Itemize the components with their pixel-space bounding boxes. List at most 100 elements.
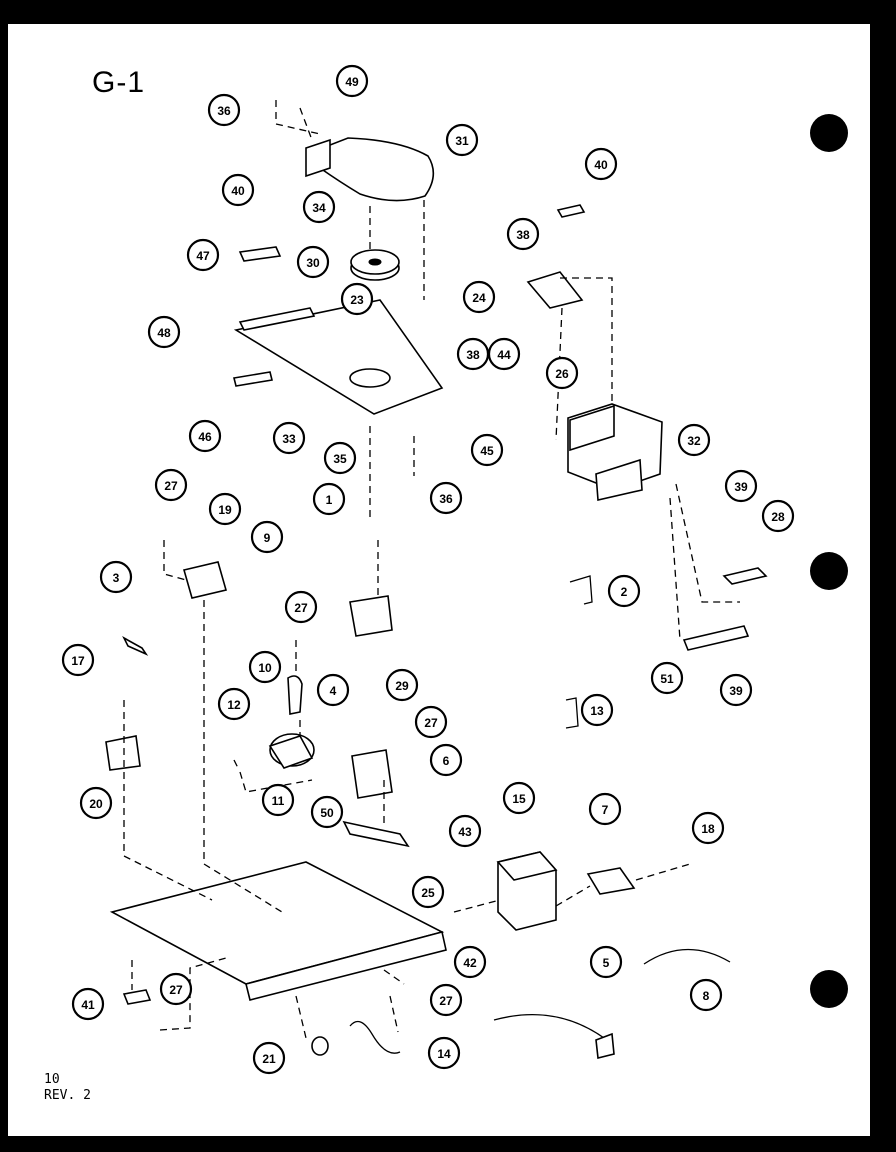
callout-balloon — [61, 643, 95, 677]
callout-48: 48 — [147, 315, 181, 349]
callout-balloon — [188, 419, 222, 453]
callout-balloon — [429, 481, 463, 515]
callout-balloon — [335, 64, 369, 98]
binder-hole — [810, 552, 848, 590]
callout-41: 41 — [71, 987, 105, 1021]
callout-balloon — [207, 93, 241, 127]
callout-number: 11 — [272, 794, 285, 808]
callout-27: 27 — [284, 590, 318, 624]
callout-number: 27 — [164, 479, 178, 493]
callout-balloon — [99, 560, 133, 594]
callout-47: 47 — [186, 238, 220, 272]
callout-39: 39 — [719, 673, 753, 707]
callout-24: 24 — [462, 280, 496, 314]
callout-45: 45 — [470, 433, 504, 467]
callout-39: 39 — [724, 469, 758, 503]
callout-28: 28 — [761, 499, 795, 533]
binder-hole — [810, 114, 848, 152]
callout-balloon — [580, 693, 614, 727]
callout-balloon — [296, 245, 330, 279]
callout-number: 27 — [169, 983, 183, 997]
callout-number: 20 — [89, 797, 103, 811]
callout-21: 21 — [252, 1041, 286, 1075]
callout-balloon — [312, 482, 346, 516]
callout-43: 43 — [448, 814, 482, 848]
callout-number: 15 — [512, 792, 526, 806]
callout-number: 8 — [703, 989, 710, 1003]
callout-number: 6 — [443, 754, 450, 768]
callout-38: 38 — [456, 337, 490, 371]
callout-number: 19 — [218, 503, 232, 517]
callout-number: 27 — [294, 601, 308, 615]
callout-11: 11 — [261, 783, 295, 817]
callout-23: 23 — [340, 282, 374, 316]
callout-number: 38 — [516, 228, 530, 242]
callout-number: 3 — [113, 571, 120, 585]
callout-balloon — [261, 783, 295, 817]
callout-balloon — [584, 147, 618, 181]
callout-number: 4 — [330, 684, 337, 698]
callout-balloon — [607, 574, 641, 608]
callout-51: 51 — [650, 661, 684, 695]
callout-balloon — [462, 280, 496, 314]
callout-balloon — [248, 650, 282, 684]
callout-38: 38 — [506, 217, 540, 251]
callout-18: 18 — [691, 811, 725, 845]
callout-4: 4 — [316, 673, 350, 707]
callout-40: 40 — [584, 147, 618, 181]
callout-number: 18 — [701, 822, 715, 836]
callout-number: 27 — [424, 716, 438, 730]
callout-number: 31 — [455, 134, 469, 148]
callout-13: 13 — [580, 693, 614, 727]
callout-number: 40 — [594, 158, 608, 172]
callout-number: 40 — [231, 184, 245, 198]
callout-number: 47 — [196, 249, 210, 263]
callout-balloon — [208, 492, 242, 526]
callout-32: 32 — [677, 423, 711, 457]
callout-36: 36 — [429, 481, 463, 515]
callout-balloon — [689, 978, 723, 1012]
callout-number: 21 — [262, 1052, 276, 1066]
callout-balloon — [677, 423, 711, 457]
callout-number: 28 — [771, 510, 785, 524]
callout-balloon — [429, 743, 463, 777]
callout-3: 3 — [99, 560, 133, 594]
callout-balloon — [429, 983, 463, 1017]
callout-balloon — [250, 520, 284, 554]
callout-balloon — [502, 781, 536, 815]
callout-number: 23 — [350, 293, 364, 307]
callout-46: 46 — [188, 419, 222, 453]
callout-number: 26 — [555, 367, 569, 381]
callout-balloon — [340, 282, 374, 316]
callout-number: 12 — [227, 698, 241, 712]
callout-29: 29 — [385, 668, 419, 702]
callout-number: 35 — [333, 452, 347, 466]
callout-balloon — [147, 315, 181, 349]
callout-balloon — [302, 190, 336, 224]
callout-number: 44 — [497, 348, 511, 362]
callout-number: 45 — [480, 444, 494, 458]
callout-number: 2 — [621, 585, 628, 599]
callout-36: 36 — [207, 93, 241, 127]
callout-balloon — [79, 786, 113, 820]
callout-balloon — [691, 811, 725, 845]
callout-balloon — [71, 987, 105, 1021]
callout-27: 27 — [414, 705, 448, 739]
callout-6: 6 — [429, 743, 463, 777]
callout-number: 41 — [81, 998, 95, 1012]
callout-balloon — [761, 499, 795, 533]
callout-number: 29 — [395, 679, 409, 693]
callout-balloon — [470, 433, 504, 467]
callout-balloon — [445, 123, 479, 157]
callout-33: 33 — [272, 421, 306, 455]
callout-49: 49 — [335, 64, 369, 98]
callout-number: 27 — [439, 994, 453, 1008]
callout-number: 17 — [71, 654, 85, 668]
callout-number: 32 — [687, 434, 701, 448]
callout-balloon — [159, 972, 193, 1006]
callout-44: 44 — [487, 337, 521, 371]
callout-balloon — [221, 173, 255, 207]
callout-number: 14 — [437, 1047, 451, 1061]
callout-number: 39 — [734, 480, 748, 494]
